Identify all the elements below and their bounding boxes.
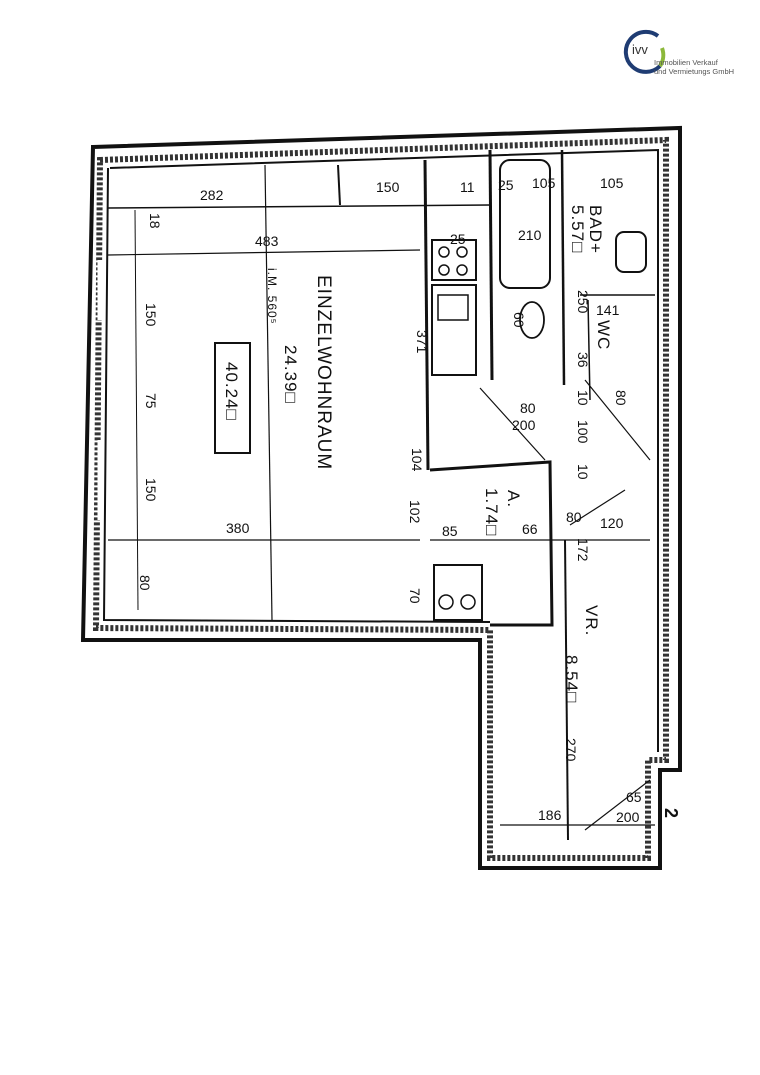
dim-270: 270 — [563, 738, 579, 762]
dim-70: 70 — [407, 588, 423, 604]
outer-wall — [80, 125, 682, 870]
cabinet-block — [433, 564, 483, 621]
vestibule-wall — [429, 460, 554, 627]
room-name-wc: WC — [594, 320, 613, 350]
dim-85: 85 — [442, 523, 458, 539]
dim-250: 250 — [575, 290, 591, 314]
closet-wall — [337, 164, 341, 206]
room-name-vr: VR. — [582, 605, 601, 636]
dim-371: 371 — [414, 330, 430, 354]
dim-186: 186 — [538, 807, 562, 823]
stove-block — [431, 239, 477, 281]
hob-icon — [438, 594, 454, 610]
room-area-einzelwohnraum: 24.39□ — [281, 345, 300, 404]
page-number: 2 — [661, 808, 681, 818]
dim-80-a: 80 — [520, 400, 536, 416]
dim-36: 36 — [575, 352, 591, 368]
dim-120: 120 — [600, 515, 624, 531]
dim-150-top: 150 — [376, 179, 400, 195]
dim-105-b: 105 — [600, 175, 624, 191]
dim-line-vertical — [264, 164, 273, 621]
room-height-einzelwohnraum: i.M. 560⁵ — [265, 268, 279, 325]
dim-150-left-b: 150 — [143, 478, 159, 502]
inner-wall-line — [102, 148, 659, 752]
door-swing — [584, 379, 651, 461]
dim-172: 172 — [575, 538, 591, 562]
sink-counter — [431, 284, 477, 376]
logo-line-1: Immobilien Verkauf — [654, 58, 718, 67]
dim-65: 65 — [626, 789, 642, 805]
logo-brand: ivv — [632, 42, 648, 57]
burner-icon — [456, 246, 468, 258]
dim-60: 60 — [511, 312, 527, 328]
kitchen-wall — [423, 159, 430, 471]
burner-icon — [456, 264, 468, 276]
dim-75: 75 — [143, 393, 159, 409]
dim-80-d: 80 — [137, 575, 153, 591]
logo-line-2: und Vermietungs GmbH — [654, 67, 735, 76]
dim-line-left — [134, 209, 139, 611]
dim-104: 104 — [409, 448, 425, 472]
dim-210: 210 — [518, 227, 542, 243]
dim-200-a: 200 — [512, 417, 536, 433]
dim-102: 102 — [407, 500, 423, 524]
logo-caption: Immobilien Verkauf und Vermietungs GmbH — [654, 58, 734, 76]
room-name-bad: BAD+ — [586, 205, 605, 254]
logo-ring-icon: ivv — [623, 29, 666, 74]
dim-25-mid: 25 — [450, 231, 466, 247]
burner-icon — [438, 246, 450, 258]
dim-66: 66 — [522, 521, 538, 537]
room-area-vr: 8.54□ — [562, 655, 581, 703]
dim-150-left-a: 150 — [143, 303, 159, 327]
company-logo: ivv — [618, 26, 758, 78]
dim-380: 380 — [226, 520, 250, 536]
dim-11: 11 — [460, 179, 475, 195]
bathtub-icon — [499, 159, 551, 289]
area-box — [214, 342, 251, 454]
dim-105-a: 105 — [532, 175, 556, 191]
dim-18: 18 — [147, 213, 163, 229]
dim-200-b: 200 — [616, 809, 640, 825]
dim-100: 100 — [575, 420, 591, 444]
room-area-a: 1.74□ — [482, 488, 501, 536]
dim-282: 282 — [200, 187, 224, 203]
bath-divider — [560, 149, 566, 386]
washbasin-icon — [615, 231, 647, 273]
wc-side-wall — [587, 299, 591, 401]
inner-wall-band — [92, 136, 669, 861]
room-name-einzelwohnraum: EINZELWOHNRAUM — [313, 275, 334, 470]
burner-icon — [438, 264, 450, 276]
dim-10-b: 10 — [575, 464, 591, 480]
door-swing — [569, 489, 626, 526]
dim-80-c: 80 — [566, 509, 582, 525]
dim-25-top: 25 — [498, 177, 514, 193]
room-area-bad: 5.57□ — [568, 205, 587, 253]
hob-icon — [460, 594, 476, 610]
sink-icon — [437, 294, 469, 321]
dim-line-483 — [107, 249, 421, 256]
door-swing — [584, 779, 651, 831]
dim-80-b: 80 — [613, 390, 629, 406]
room-name-a: A. — [504, 490, 523, 508]
dim-483: 483 — [255, 233, 279, 249]
bath-wall — [488, 149, 494, 381]
area-box-label: 40.24□ — [222, 362, 241, 421]
wardrobe-line — [107, 204, 491, 209]
door-swing — [479, 387, 546, 461]
corridor-wall — [564, 539, 569, 841]
dim-141: 141 — [596, 302, 620, 318]
dim-10-a: 10 — [575, 390, 591, 406]
toilet-icon — [519, 301, 545, 339]
